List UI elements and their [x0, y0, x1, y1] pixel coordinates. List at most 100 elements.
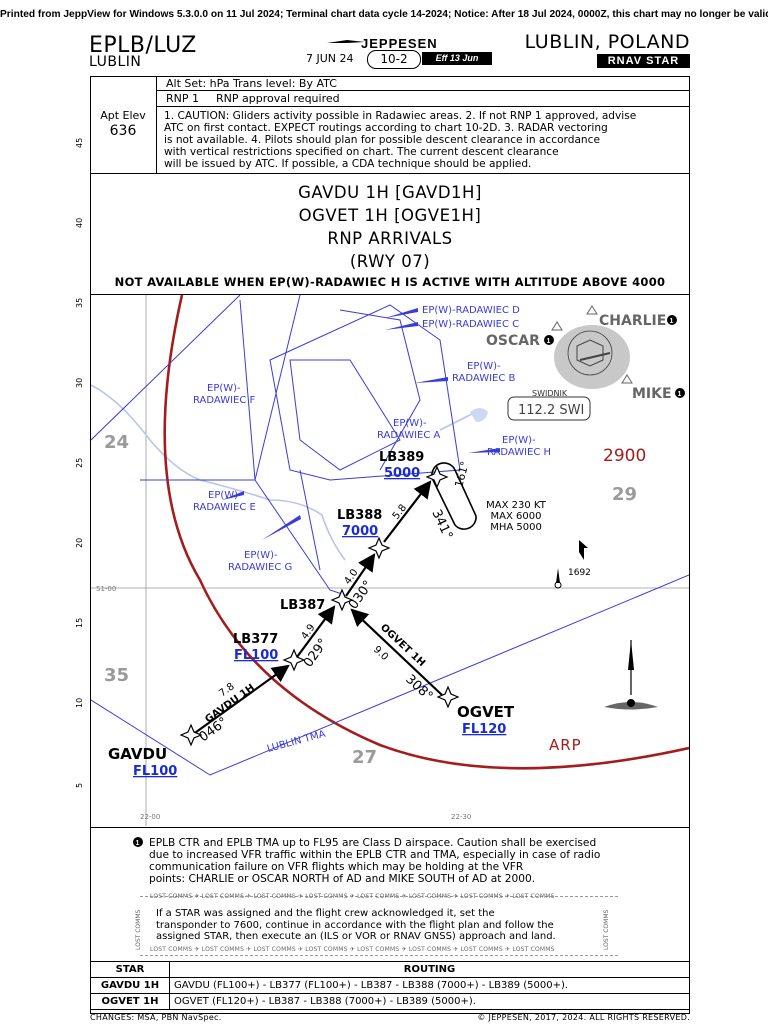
info-rule	[156, 90, 690, 91]
hold-speed: MAX 230 KT	[486, 500, 547, 511]
leg-lb388-lb389	[383, 480, 432, 543]
area-a-boundary	[269, 304, 461, 481]
rnp-value: RNP 1	[166, 92, 199, 105]
fix-name: LB387	[280, 598, 325, 613]
scale-tick: 35	[75, 298, 84, 308]
area-label: RADAWIEC G	[228, 562, 292, 573]
fix-gavdu-icon	[179, 723, 203, 747]
svg-text:1: 1	[136, 840, 140, 847]
note-marker: 1	[547, 338, 551, 345]
info-notes: 1. CAUTION: Gliders activity possible in…	[164, 110, 688, 170]
tma-circle-arp	[163, 295, 689, 770]
area-label: EP(W)-	[502, 435, 536, 446]
leg-distance: 9.0	[371, 644, 390, 663]
publisher-name: JEPPESEN	[361, 36, 438, 50]
mora-value: 2900	[603, 446, 646, 466]
info-rule	[90, 173, 690, 174]
vrp-oscar: OSCAR	[486, 333, 540, 349]
lost-comms-tag-row: LOST COMMS ✈ LOST COMMS ✈ LOST COMMS ✈ L…	[150, 946, 555, 953]
chart-frame	[90, 76, 690, 1014]
area-label: EP(W)-	[208, 490, 242, 501]
fix-lb389-icon	[425, 465, 449, 489]
logo-swoosh	[327, 40, 365, 43]
margin-scale: 45 40 35 30 25 20 15 10 5	[75, 138, 84, 788]
lat-label: 51-00	[96, 585, 116, 593]
fix-symbols	[179, 465, 460, 747]
airport-id: EPLB/LUZ	[89, 33, 197, 58]
title-line: RNP ARRIVALS	[327, 229, 453, 248]
scale-tick: 30	[75, 378, 84, 388]
info-divider	[156, 76, 157, 173]
note-line: If a STAR was assigned and the flight cr…	[156, 908, 495, 919]
note-line: points: CHARLIE or OSCAR NORTH of AD and…	[149, 873, 536, 885]
leg-distance: 5.8	[391, 503, 409, 522]
leg-route-label: OGVET 1H	[378, 622, 427, 669]
leg-gavdu-lb377	[191, 664, 290, 736]
table-header: ROUTING	[169, 961, 690, 978]
area-c-edge	[339, 309, 421, 471]
class-d-note: EPLB CTR and EPLB TMA up to FL95 are Cla…	[149, 837, 684, 885]
airport-city: LUBLIN	[89, 54, 142, 70]
hold-outbound-course: 341°	[428, 507, 455, 542]
hold-mha: MHA 5000	[490, 522, 542, 533]
area-label: EP(W)-	[393, 418, 427, 429]
restricted-areas	[91, 295, 461, 596]
note-line: due to increased VFR traffic within the …	[149, 849, 601, 861]
area-d-edge	[239, 299, 256, 481]
star-routing: OGVET (FL120+) - LB387 - LB388 (7000+) -…	[169, 993, 690, 1010]
route-legs	[191, 480, 443, 736]
vrp-charlie-icon	[586, 305, 598, 315]
plan-top-rule	[90, 294, 690, 295]
city-country: LUBLIN, POLAND	[524, 31, 690, 53]
fix-lb377-icon	[282, 648, 306, 672]
area-f-edge	[91, 295, 241, 441]
restriction-note: NOT AVAILABLE WHEN EP(W)-RADAWIEC H IS A…	[114, 275, 666, 289]
note-line: is not available. 4. Pilots should plan …	[164, 134, 600, 146]
leg-distance: 4.0	[342, 567, 360, 586]
alt-set: Alt Set: hPa Trans level: By ATC	[166, 77, 337, 90]
table-header: STAR	[90, 961, 170, 978]
fix-lb387-icon	[330, 588, 354, 612]
note-marker: 1	[670, 318, 674, 325]
arp-label: ARP	[549, 736, 582, 754]
note-markers: 1 1 1	[544, 315, 685, 398]
hold-inbound-course: 161°	[452, 460, 471, 489]
area-label: EP(W)-	[207, 383, 241, 394]
area-b-boundary	[289, 359, 401, 471]
plan-view: 51-00 LUBLIN TMA EP(W)-RADAWIEC D EP(W)-…	[91, 295, 689, 826]
leg-course: 308°	[402, 672, 435, 704]
vor-swidnik-icon	[567, 330, 613, 376]
leg-course: 029°	[301, 636, 331, 670]
runway	[579, 352, 611, 361]
print-banner: Printed from JeppView for Windows 5.3.0.…	[0, 9, 768, 20]
rnp-text: RNP approval required	[216, 92, 340, 105]
plan-bottom-rule	[90, 827, 690, 828]
area-label: EP(W)-RADAWIEC C	[422, 319, 519, 330]
lon-label: 22-00	[140, 813, 161, 821]
vrp-charlie: CHARLIE	[599, 313, 666, 329]
north-pointer-icon	[579, 540, 588, 560]
routing-table: STAR ROUTING GAVDU 1H GAVDU (FL100+) - L…	[90, 961, 690, 1010]
leg-distance: 4.9	[299, 622, 317, 641]
leg-lb387-lb388	[345, 553, 376, 597]
scale-tick: 10	[75, 698, 84, 708]
chart-date: 7 JUN 24	[306, 52, 354, 65]
fix-altitude: FL100	[133, 764, 177, 779]
title-line: (RWY 07)	[349, 252, 431, 271]
area-label: RADAWIEC E	[193, 502, 256, 513]
fix-altitude: 5000	[384, 466, 420, 481]
area-label: RADAWIEC A	[377, 430, 441, 441]
area-label: EP(W)-	[244, 550, 278, 561]
star-name: OGVET 1H	[90, 993, 170, 1010]
fix-lb388-icon	[367, 536, 391, 560]
area-label: EP(W)-	[467, 361, 501, 372]
note-line: with vertical restrictions specified on …	[164, 146, 559, 158]
holding-pattern	[431, 462, 477, 530]
grid-mora: 29	[612, 484, 637, 505]
chart-index: 10-2	[367, 50, 421, 69]
vor-box	[507, 396, 591, 421]
vrp-mike: MIKE	[632, 386, 672, 402]
fix-altitude: FL100	[234, 648, 278, 663]
scale-tick: 25	[75, 458, 84, 468]
table-row: OGVET 1H OGVET (FL120+) - LB387 - LB388 …	[90, 993, 690, 1010]
